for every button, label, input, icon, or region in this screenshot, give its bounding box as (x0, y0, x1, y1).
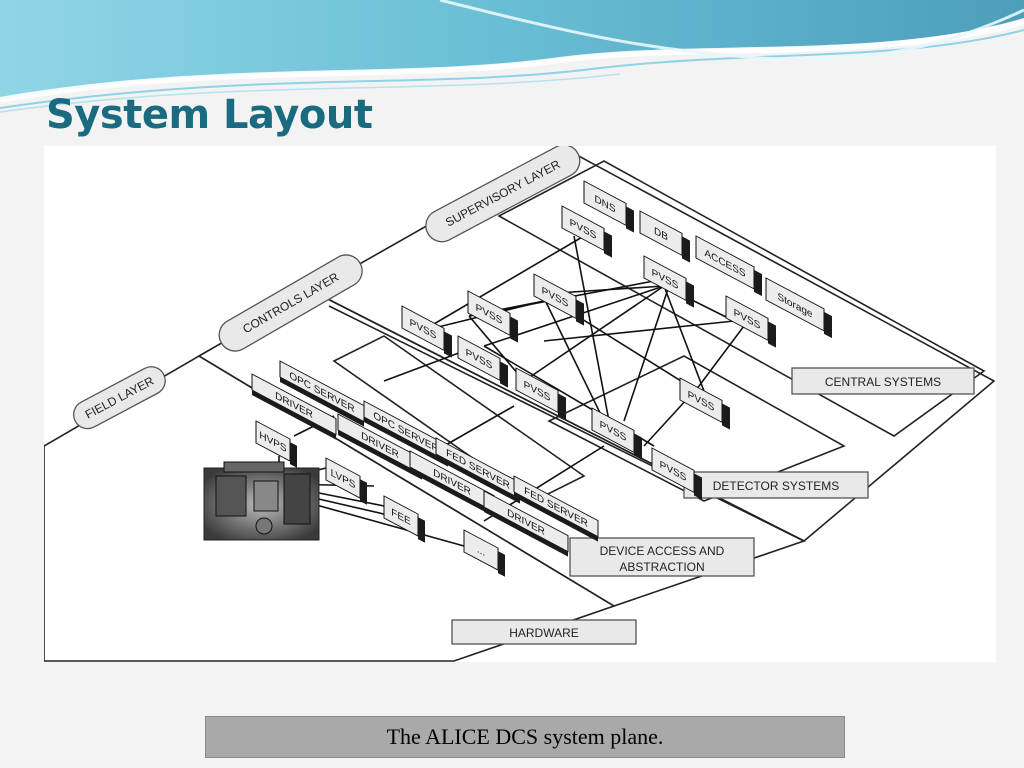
controls-pvss-node-1: PVSS (401, 305, 452, 358)
fee-node: FEE (383, 495, 425, 543)
other-hardware-node: ... (463, 529, 505, 577)
svg-text:CENTRAL SYSTEMS: CENTRAL SYSTEMS (825, 375, 941, 389)
supervisory-layer-label: SUPERVISORY LAYER (425, 146, 581, 243)
detector-hardware-image (203, 461, 320, 541)
controls-pvss-node-4: PVSS (457, 335, 508, 388)
slide-title: System Layout (46, 92, 373, 138)
svg-text:DETECTOR SYSTEMS: DETECTOR SYSTEMS (713, 479, 839, 493)
hvps-node: HVPS (255, 420, 297, 468)
detector-pvss-node-3: PVSS (651, 447, 702, 500)
dcs-system-diagram: FIELD LAYER CONTROLS LAYER SUPERVISORY L… (44, 146, 996, 662)
supervisory-plane (310, 147, 996, 542)
detector-pvss-node-2: PVSS (679, 377, 730, 430)
db-node: DB (639, 210, 690, 263)
detector-pvss-node-1: PVSS (591, 407, 642, 460)
hardware-label: HARDWARE (451, 619, 637, 645)
central-pvss-node-2: PVSS (643, 255, 694, 308)
caption-box: The ALICE DCS system plane. (205, 716, 845, 758)
detector-systems-label: DETECTOR SYSTEMS (683, 471, 869, 499)
caption-text: The ALICE DCS system plane. (386, 724, 664, 749)
svg-text:HARDWARE: HARDWARE (509, 626, 579, 640)
controls-pvss-node-3: PVSS (533, 273, 584, 326)
svg-text:ABSTRACTION: ABSTRACTION (619, 560, 704, 574)
dns-node: DNS (583, 180, 634, 233)
access-node: ACCESS (695, 235, 762, 297)
lvps-node: LVPS (325, 457, 367, 505)
central-pvss-node-3: PVSS (725, 295, 776, 348)
svg-text:...: ... (477, 543, 485, 559)
central-systems-region (497, 160, 986, 437)
controls-pvss-node-5: PVSS (515, 367, 566, 420)
header-wave-decoration (0, 0, 1024, 113)
svg-text:CONTROLS LAYER: CONTROLS LAYER (240, 270, 341, 337)
central-systems-label: CENTRAL SYSTEMS (791, 367, 975, 395)
controls-pvss-node-2: PVSS (467, 290, 518, 343)
svg-text:DEVICE ACCESS AND: DEVICE ACCESS AND (600, 544, 725, 558)
field-layer-label: FIELD LAYER (72, 366, 166, 430)
plane-divider (328, 305, 805, 542)
device-access-label: DEVICE ACCESS AND ABSTRACTION (569, 537, 755, 577)
controls-layer-label: CONTROLS LAYER (218, 254, 363, 352)
